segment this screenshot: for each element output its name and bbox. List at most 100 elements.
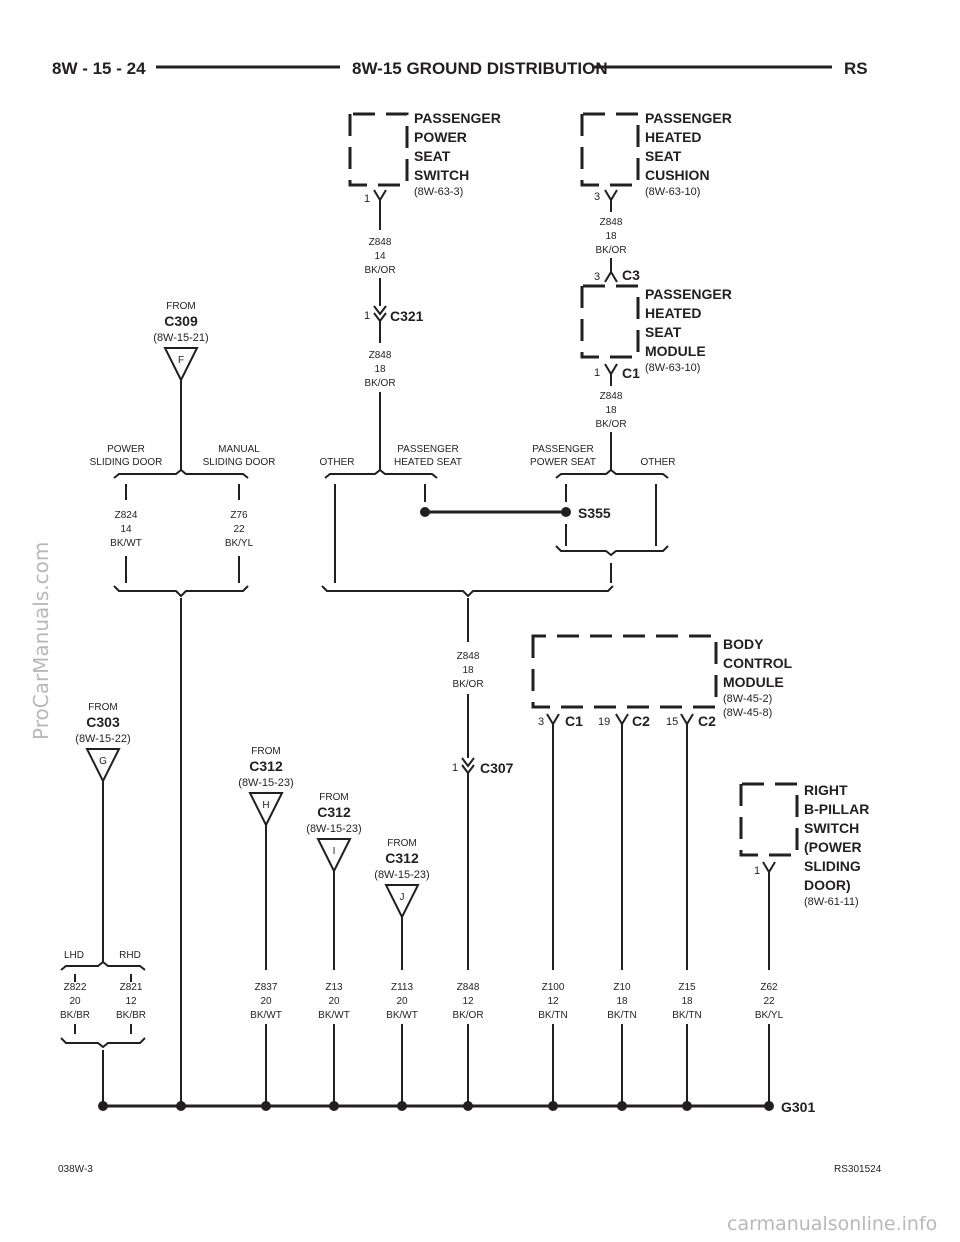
svg-text:G: G	[99, 756, 107, 767]
svg-text:HEATED: HEATED	[645, 305, 702, 321]
bottom-wire-ga: 12	[547, 996, 559, 1007]
pss-label-4: SWITCH	[414, 167, 469, 183]
svg-text:PASSENGER: PASSENGER	[397, 444, 459, 455]
ground-splice-dot	[764, 1101, 774, 1111]
svg-text:(8W-61-11): (8W-61-11)	[804, 896, 859, 908]
svg-text:(POWER: (POWER	[804, 839, 862, 855]
bottom-wire-col: BK/WT	[386, 1010, 418, 1021]
ground-g301: G301	[781, 1099, 815, 1115]
pss-label-3: SEAT	[414, 148, 451, 164]
ground-splice-dot	[463, 1101, 473, 1111]
svg-text:(8W-15-22): (8W-15-22)	[75, 733, 130, 745]
bottom-wire-ga: 22	[763, 996, 775, 1007]
svg-text:(8W-15-23): (8W-15-23)	[306, 823, 361, 835]
pss-ref: (8W-63-3)	[414, 186, 463, 198]
svg-text:(8W-45-8): (8W-45-8)	[723, 707, 772, 719]
bottom-wire-id: Z822	[64, 982, 87, 993]
bottom-wire-ga: 18	[681, 996, 693, 1007]
svg-text:SEAT: SEAT	[645, 148, 682, 164]
bottom-wire-col: BK/TN	[607, 1010, 636, 1021]
bottom-wire-id: Z100	[542, 982, 565, 993]
svg-text:1: 1	[594, 367, 600, 379]
pss-label-1: PASSENGER	[414, 110, 501, 126]
svg-text:Z848: Z848	[600, 391, 623, 402]
splice-s355: S355	[578, 505, 611, 521]
svg-text:C303: C303	[86, 714, 120, 730]
svg-text:BK/OR: BK/OR	[595, 419, 626, 430]
svg-text:18: 18	[605, 405, 617, 416]
heated-seat-module: 3 C3 PASSENGER HEATED SEAT MODULE (8W-63…	[580, 267, 732, 381]
svg-text:1: 1	[364, 310, 370, 322]
from-c312-h: FROM C312 (8W-15-23) H	[238, 746, 294, 828]
ground-splice-dot	[548, 1101, 558, 1111]
bottom-wire-id: Z10	[613, 982, 631, 993]
watermark-side: ProCarManuals.com	[29, 542, 53, 740]
svg-text:Z848: Z848	[369, 350, 392, 361]
ground-splice-dots	[98, 1101, 774, 1111]
svg-text:BK/OR: BK/OR	[364, 378, 395, 389]
bottom-wire-ga: 20	[260, 996, 272, 1007]
bottom-wire-ga: 18	[616, 996, 628, 1007]
svg-text:SEAT: SEAT	[645, 324, 682, 340]
svg-text:FROM: FROM	[319, 792, 348, 803]
from-c312-i: FROM C312 (8W-15-23) I	[306, 792, 362, 874]
bottom-wire-col: BK/OR	[452, 1010, 483, 1021]
option-labels-sliding: POWER SLIDING DOOR MANUAL SLIDING DOOR	[90, 444, 276, 468]
svg-text:3: 3	[594, 271, 600, 283]
svg-text:OTHER: OTHER	[320, 457, 355, 468]
svg-text:C1: C1	[622, 365, 640, 381]
svg-text:(8W-45-2): (8W-45-2)	[723, 693, 772, 705]
wire-z76-label: Z76 22 BK/YL	[225, 510, 254, 549]
svg-text:BK/OR: BK/OR	[364, 265, 395, 276]
svg-text:C2: C2	[698, 713, 716, 729]
svg-text:CUSHION: CUSHION	[645, 167, 710, 183]
ground-splice-dot	[329, 1101, 339, 1111]
bottom-wire-id: Z837	[255, 982, 278, 993]
bottom-wire-id: Z62	[760, 982, 778, 993]
option-labels-seat: OTHER PASSENGER HEATED SEAT PASSENGER PO…	[320, 444, 676, 468]
bottom-wire-id: Z13	[325, 982, 343, 993]
svg-text:C312: C312	[249, 758, 283, 774]
svg-text:C3: C3	[622, 267, 640, 283]
svg-text:22: 22	[233, 524, 245, 535]
svg-text:H: H	[262, 800, 269, 811]
option-labels-drive: LHD RHD	[64, 950, 141, 961]
svg-text:C1: C1	[565, 713, 583, 729]
bottom-wire-ga: 12	[462, 996, 474, 1007]
svg-text:C307: C307	[480, 760, 514, 776]
bottom-wire-col: BK/YL	[755, 1010, 784, 1021]
ground-splice-dot	[397, 1101, 407, 1111]
bottom-wire-col: BK/BR	[116, 1010, 146, 1021]
svg-text:15: 15	[666, 716, 678, 728]
svg-text:(8W-15-23): (8W-15-23)	[374, 869, 429, 881]
bottom-wire-ga: 20	[396, 996, 408, 1007]
svg-text:PASSENGER: PASSENGER	[645, 286, 732, 302]
header-section: RS	[844, 59, 868, 78]
svg-text:C2: C2	[632, 713, 650, 729]
wire-z848-18b-label: Z848 18 BK/OR	[595, 217, 626, 256]
bottom-wire-id: Z848	[457, 982, 480, 993]
wire-z848-14-label: Z848 14 BK/OR	[364, 237, 395, 276]
power-seat-switch: PASSENGER POWER SEAT SWITCH (8W-63-3) 1	[348, 110, 501, 205]
seat-merge-bracket	[321, 585, 614, 598]
ground-splice-dot	[261, 1101, 271, 1111]
svg-text:FROM: FROM	[88, 702, 117, 713]
ground-splice-dot	[98, 1101, 108, 1111]
svg-text:C312: C312	[317, 804, 351, 820]
svg-text:(8W-63-10): (8W-63-10)	[645, 186, 700, 198]
svg-text:3: 3	[594, 191, 600, 203]
svg-text:Z848: Z848	[457, 651, 480, 662]
svg-text:PASSENGER: PASSENGER	[645, 110, 732, 126]
wire-z848-18c-label: Z848 18 BK/OR	[595, 391, 626, 430]
heated-seat-cushion: PASSENGER HEATED SEAT CUSHION (8W-63-10)…	[580, 110, 732, 203]
svg-text:18: 18	[462, 665, 474, 676]
ground-splice-dot	[617, 1101, 627, 1111]
bottom-wire-ga: 20	[69, 996, 81, 1007]
svg-text:B-PILLAR: B-PILLAR	[804, 801, 869, 817]
svg-text:SLIDING: SLIDING	[804, 858, 861, 874]
svg-text:(8W-15-23): (8W-15-23)	[238, 777, 293, 789]
svg-text:(8W-63-10): (8W-63-10)	[645, 362, 700, 374]
ground-splice-dot	[682, 1101, 692, 1111]
bottom-wire-col: BK/BR	[60, 1010, 90, 1021]
svg-text:BK/OR: BK/OR	[595, 245, 626, 256]
